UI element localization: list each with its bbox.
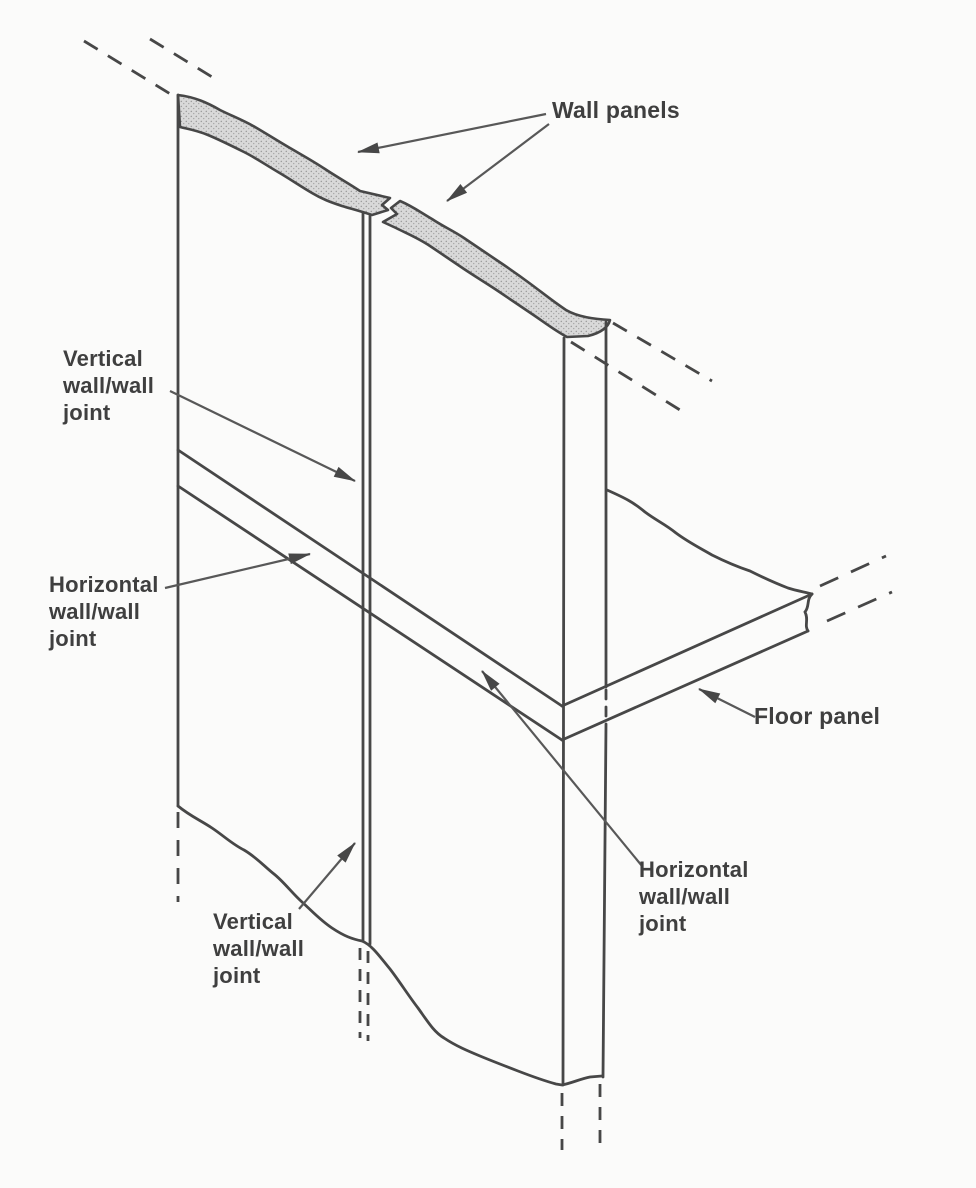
vertical-joint-lower-arrow (298, 842, 356, 910)
floor-panel-bottom-front-edge (560, 629, 810, 742)
wall-panel-right-break-top (381, 199, 612, 339)
horizontal-joint-lower-label: Horizontal wall/wall joint (639, 857, 749, 936)
horizontal-joint-top-line (176, 448, 564, 708)
floor-panel-label: Floor panel (754, 703, 881, 729)
lower-wall-break-edge (176, 804, 604, 1087)
dashed-top-left-back (149, 37, 218, 82)
dashed-floor-bottom-continuation (826, 590, 893, 623)
horizontal-joint-upper-label: Horizontal wall/wall joint (49, 572, 159, 651)
vertical-joint-upper-arrow (169, 390, 356, 482)
dashed-floor-top-continuation (819, 554, 887, 588)
vertical-joint-upper-label: Vertical wall/wall joint (63, 346, 155, 425)
horizontal-joint-bottom-line (176, 484, 564, 742)
floor-panel-top-front-edge (560, 592, 814, 708)
wall-panels-label: Wall panels (552, 97, 680, 123)
floor-panel-break-end (803, 592, 814, 633)
vertical-joint-lower-label: Vertical wall/wall joint (213, 909, 305, 988)
dashed-top-left-front (83, 39, 173, 97)
wall-panel-left-break-top (176, 93, 392, 217)
wall-panels-arrow-right (446, 123, 550, 202)
floor-panel-break-far-edge (605, 488, 814, 596)
floor-panel-arrow (698, 688, 756, 718)
dashed-top-right-front (570, 340, 681, 412)
wall-right-back-edge-lower (601, 722, 608, 1079)
dashed-top-right-back (612, 321, 713, 383)
wall-right-front-edge (561, 336, 566, 1087)
horizontal-joint-upper-arrow (164, 552, 311, 590)
wall-panels-arrow-left (357, 112, 547, 154)
horizontal-joint-lower-arrow (481, 670, 643, 867)
